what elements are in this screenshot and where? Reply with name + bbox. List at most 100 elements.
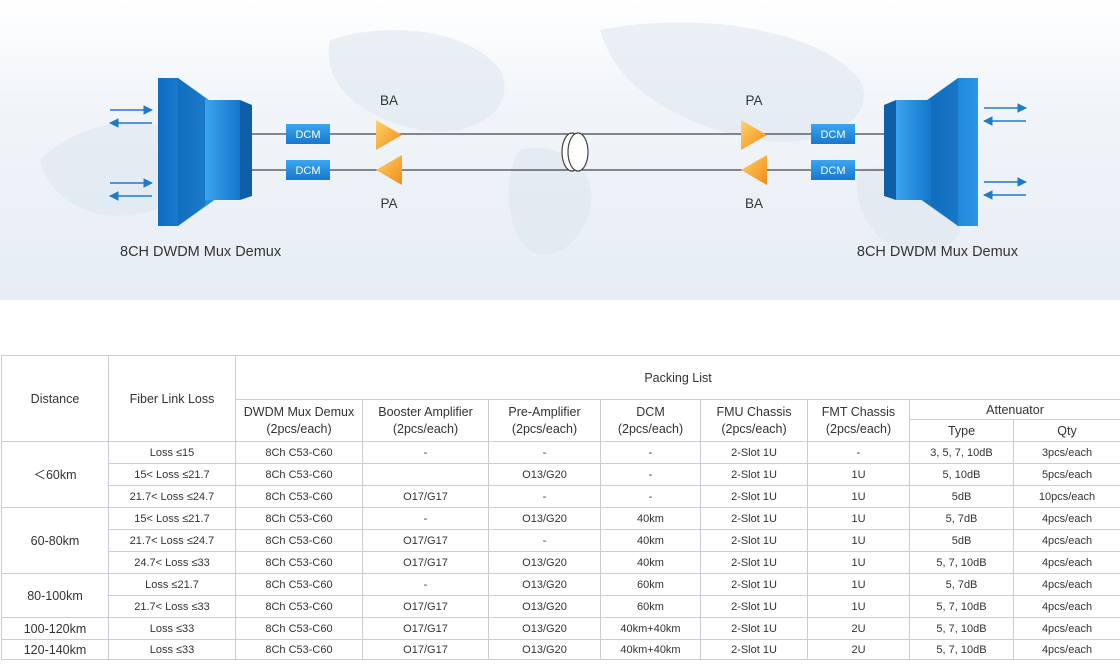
fmu-cell: 2-Slot 1U [700,507,808,530]
type-cell: 5, 7dB [909,507,1014,530]
type-cell: 5, 7, 10dB [909,595,1014,618]
type-cell: 5dB [909,485,1014,508]
type-cell: 5, 10dB [909,463,1014,486]
header-attenuator-qty: Qty [1012,419,1120,442]
dcm-cell: 40km+40km [600,617,701,640]
booster-cell [362,463,489,486]
type-cell: 5, 7, 10dB [909,639,1014,660]
pre-amp-cell: O13/G20 [488,639,601,660]
amplifier-right-top-icon [741,120,767,150]
fmt-cell: 1U [807,529,910,552]
booster-cell: - [362,441,489,464]
fmt-cell: - [807,441,910,464]
pre-amp-cell: O13/G20 [488,463,601,486]
amplifier-left-bottom-icon [376,155,402,185]
qty-cell: 4pcs/each [1012,507,1120,530]
fiber-spool-icon [561,132,589,172]
dcm-label: DCM [295,165,320,177]
amp-label-right-bottom: BA [745,196,763,211]
dcm-cell: - [600,463,701,486]
loss-cell: 21.7< Loss ≤33 [108,595,236,618]
dcm-module-right-bottom: DCM [811,160,855,180]
header-mux-demux: DWDM Mux Demux(2pcs/each) [235,399,363,442]
right-mux-label: 8CH DWDM Mux Demux [857,244,1019,260]
fmu-cell: 2-Slot 1U [700,485,808,508]
fmu-cell: 2-Slot 1U [700,463,808,486]
fmt-cell: 1U [807,573,910,596]
qty-cell: 4pcs/each [1012,551,1120,574]
pre-amp-cell: O13/G20 [488,551,601,574]
booster-cell: - [362,507,489,530]
left-mux-label: 8CH DWDM Mux Demux [120,244,282,260]
left-port-arrows [109,105,153,201]
pre-amp-cell: O13/G20 [488,507,601,530]
fmu-cell: 2-Slot 1U [700,529,808,552]
dcm-cell: 40km [600,551,701,574]
amp-label-left-bottom: PA [380,196,397,211]
pre-amp-cell: - [488,441,601,464]
distance-cell: 60-80km [1,507,109,574]
mux-cell: 8Ch C53-C60 [235,551,363,574]
amplifier-left-top-icon [376,120,402,150]
dcm-cell: - [600,441,701,464]
header-booster-amplifier: Booster Amplifier(2pcs/each) [362,399,489,442]
right-mux-demux [884,78,978,226]
header-attenuator: Attenuator [908,399,1120,420]
amp-label-left-top: BA [380,93,398,108]
booster-cell: O17/G17 [362,595,489,618]
fmt-cell: 1U [807,463,910,486]
pre-amp-cell: O13/G20 [488,617,601,640]
mux-cell: 8Ch C53-C60 [235,617,363,640]
mux-cell: 8Ch C53-C60 [235,529,363,552]
packing-list-table: Distance Fiber Link Loss Packing List DW… [1,355,1120,660]
loss-cell: 15< Loss ≤21.7 [108,507,236,530]
dcm-cell: 40km [600,529,701,552]
mux-cell: 8Ch C53-C60 [235,639,363,660]
header-dcm: DCM(2pcs/each) [600,399,701,442]
mux-cell: 8Ch C53-C60 [235,573,363,596]
dcm-label: DCM [820,165,845,177]
header-fmt-chassis: FMT Chassis(2pcs/each) [807,399,910,442]
fmt-cell: 2U [807,639,910,660]
dcm-cell: 40km+40km [600,639,701,660]
dwdm-link-diagram: DCM DCM DCM DCM BA PA PA BA 8CH DWDM Mux… [0,0,1120,300]
fmu-cell: 2-Slot 1U [700,551,808,574]
booster-cell: O17/G17 [362,639,489,660]
mux-cell: 8Ch C53-C60 [235,485,363,508]
dcm-module-left-top: DCM [286,124,330,144]
pre-amp-cell: O13/G20 [488,595,601,618]
header-pre-amplifier: Pre-Amplifier(2pcs/each) [488,399,601,442]
booster-cell: O17/G17 [362,617,489,640]
loss-cell: Loss ≤21.7 [108,573,236,596]
amp-label-right-top: PA [745,93,762,108]
fmt-cell: 1U [807,551,910,574]
dcm-cell: 60km [600,573,701,596]
loss-cell: Loss ≤33 [108,617,236,640]
pre-amp-cell: - [488,529,601,552]
dcm-cell: 60km [600,595,701,618]
fmu-cell: 2-Slot 1U [700,617,808,640]
qty-cell: 5pcs/each [1012,463,1120,486]
dcm-module-left-bottom: DCM [286,160,330,180]
qty-cell: 4pcs/each [1012,617,1120,640]
mux-cell: 8Ch C53-C60 [235,507,363,530]
loss-cell: Loss ≤33 [108,639,236,660]
booster-cell: - [362,573,489,596]
mux-cell: 8Ch C53-C60 [235,595,363,618]
left-mux-demux [158,78,252,226]
loss-cell: 24.7< Loss ≤33 [108,551,236,574]
qty-cell: 3pcs/each [1012,441,1120,464]
qty-cell: 4pcs/each [1012,573,1120,596]
fmt-cell: 1U [807,507,910,530]
pre-amp-cell: O13/G20 [488,573,601,596]
distance-cell: ＜60km [1,441,109,508]
dcm-module-right-top: DCM [811,124,855,144]
